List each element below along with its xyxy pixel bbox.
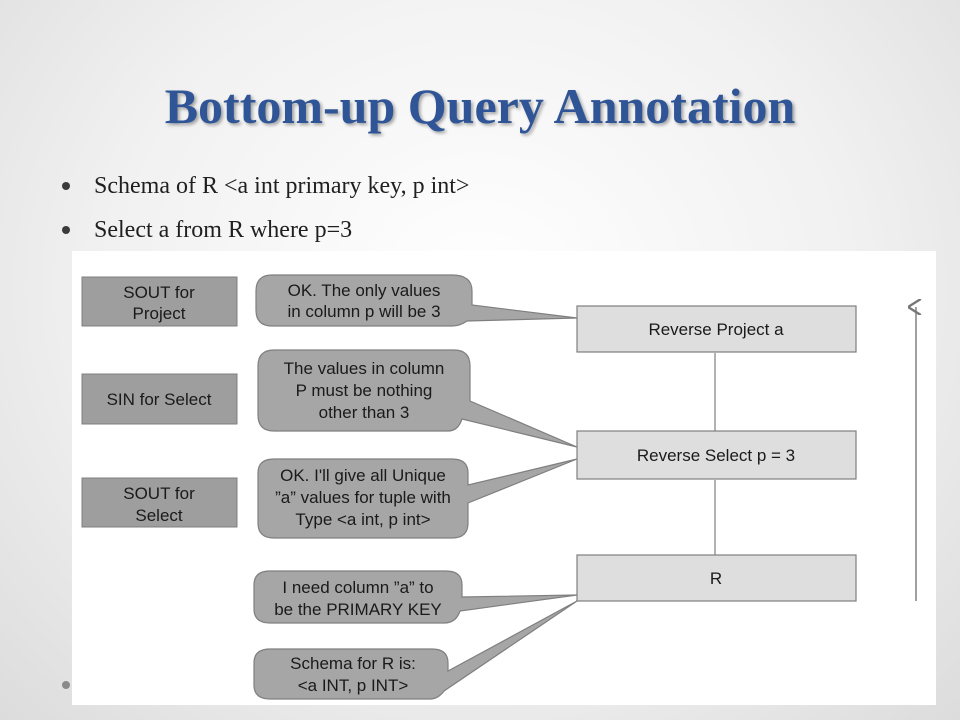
callout-line: I need column ”a” to — [282, 578, 433, 597]
callout-schema: Schema for R is: <a INT, p INT> — [253, 600, 578, 700]
callout-line: OK. I'll give all Unique — [280, 466, 446, 485]
callout-line: in column p will be 3 — [287, 302, 440, 321]
label-sout-select: SOUT for Select — [81, 477, 238, 528]
node-reverse-select: Reverse Select p = 3 — [576, 430, 857, 480]
bullet-query: Select a from R where p=3 — [58, 210, 469, 254]
callout-select-out: OK. I'll give all Unique ”a” values for … — [257, 458, 578, 539]
label-line: SOUT for — [123, 484, 195, 503]
node-label: Reverse Select p = 3 — [637, 446, 795, 465]
callout-line: P must be nothing — [296, 381, 433, 400]
slide-title: Bottom-up Query Annotation — [164, 78, 796, 134]
bullet-schema: Schema of R <a int primary key, p int> — [58, 166, 469, 210]
callout-project: OK. The only values in column p will be … — [255, 274, 578, 327]
diagram-panel: Reverse Project a Reverse Select p = 3 R… — [72, 251, 936, 705]
label-sin-select: SIN for Select — [81, 373, 238, 425]
callout-line: other than 3 — [319, 403, 410, 422]
callout-line: Schema for R is: — [290, 654, 416, 673]
label-sout-project: SOUT for Project — [81, 276, 238, 327]
node-reverse-project: Reverse Project a — [576, 305, 857, 353]
label-line: Project — [133, 304, 186, 323]
callout-line: The values in column — [284, 359, 445, 378]
empty-bullet — [62, 681, 70, 689]
label-line: Select — [135, 506, 183, 525]
callout-line: be the PRIMARY KEY — [274, 600, 442, 619]
bullet-list: Schema of R <a int primary key, p int> S… — [58, 166, 469, 254]
label-line: SIN for Select — [107, 390, 212, 409]
callout-primary-key: I need column ”a” to be the PRIMARY KEY — [253, 570, 578, 624]
node-label: R — [710, 569, 722, 588]
callout-line: <a INT, p INT> — [298, 676, 409, 695]
query-annotation-diagram: Reverse Project a Reverse Select p = 3 R… — [81, 274, 936, 700]
callout-line: Type <a int, p int> — [295, 510, 430, 529]
callout-select-in: The values in column P must be nothing o… — [257, 349, 578, 448]
node-label: Reverse Project a — [648, 320, 784, 339]
node-r: R — [576, 554, 857, 602]
callout-line: OK. The only values — [288, 281, 441, 300]
label-line: SOUT for — [123, 283, 195, 302]
callout-line: ”a” values for tuple with — [275, 488, 451, 507]
